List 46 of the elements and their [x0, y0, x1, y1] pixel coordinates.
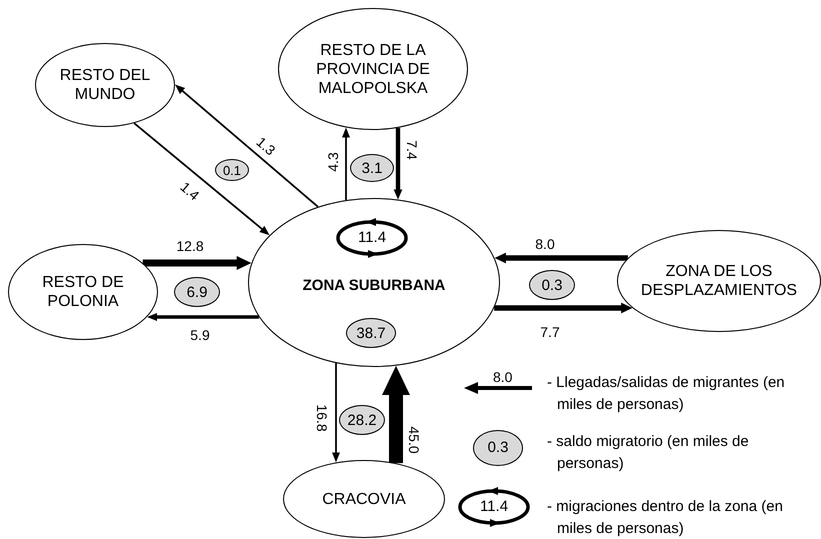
- node-label: ZONA DE LOS DESPLAZAMIENTOS: [640, 262, 798, 300]
- node-label: 11.4: [358, 229, 386, 246]
- arrow: [175, 84, 319, 208]
- arrow: [134, 122, 270, 236]
- node-label: RESTO DE LA PROVINCIA DE MALOPOLSKA: [315, 40, 431, 98]
- node-label: CRACOVIA: [321, 490, 407, 508]
- arrow: [142, 256, 252, 270]
- arrow: [494, 252, 628, 264]
- edge-label: 16.8: [315, 404, 329, 432]
- node-label: 38.7: [356, 326, 386, 340]
- balance-oval: [215, 159, 249, 181]
- edge-label: 8.0: [535, 237, 555, 251]
- arrow: [382, 366, 410, 464]
- edge-label: 7.7: [540, 325, 560, 339]
- legend-sample-value: 8.0: [493, 370, 512, 384]
- balance-oval: [346, 318, 396, 348]
- legend-text: - migraciones dentro de la zona (en miles de personas): [547, 497, 784, 539]
- arrow: [332, 363, 340, 462]
- legend-text: - saldo migratorio (en miles de personas): [547, 432, 750, 474]
- edge-label: 5.9: [190, 328, 210, 342]
- edge-label: 1.4: [178, 179, 202, 203]
- edge-label: 7.4: [405, 140, 419, 160]
- balance-oval: [174, 277, 220, 307]
- node-label: 3.1: [362, 160, 382, 176]
- balance-oval: [529, 270, 575, 300]
- node-label: 0.3: [542, 278, 562, 292]
- legend-loop-oval: 11.4: [458, 489, 530, 525]
- node-label: 6.9: [186, 284, 208, 300]
- balance-oval: [339, 405, 385, 435]
- edge-label: 1.3: [254, 134, 278, 158]
- edge-label: 12.8: [176, 239, 204, 253]
- node-label: ZONA SUBURBANA: [302, 276, 446, 296]
- edge-label: 45.0: [407, 426, 421, 454]
- node-label: 28.2: [347, 412, 377, 428]
- legend-balance-oval: 0.3: [473, 430, 523, 466]
- node-label: 0.1: [222, 164, 242, 176]
- balance-oval: [350, 154, 394, 182]
- node-label: RESTO DEL MUNDO: [58, 66, 152, 104]
- arrow: [494, 302, 632, 314]
- edge-label: 4.3: [326, 152, 340, 172]
- arrow: [342, 127, 350, 200]
- legend-text: - Llegadas/salidas de migrantes (en miles de personas): [547, 373, 786, 415]
- arrow: [394, 128, 402, 200]
- arrow: [147, 313, 259, 321]
- loop-arrow-oval: [336, 220, 408, 256]
- node-label: RESTO DE POLONIA: [41, 273, 125, 311]
